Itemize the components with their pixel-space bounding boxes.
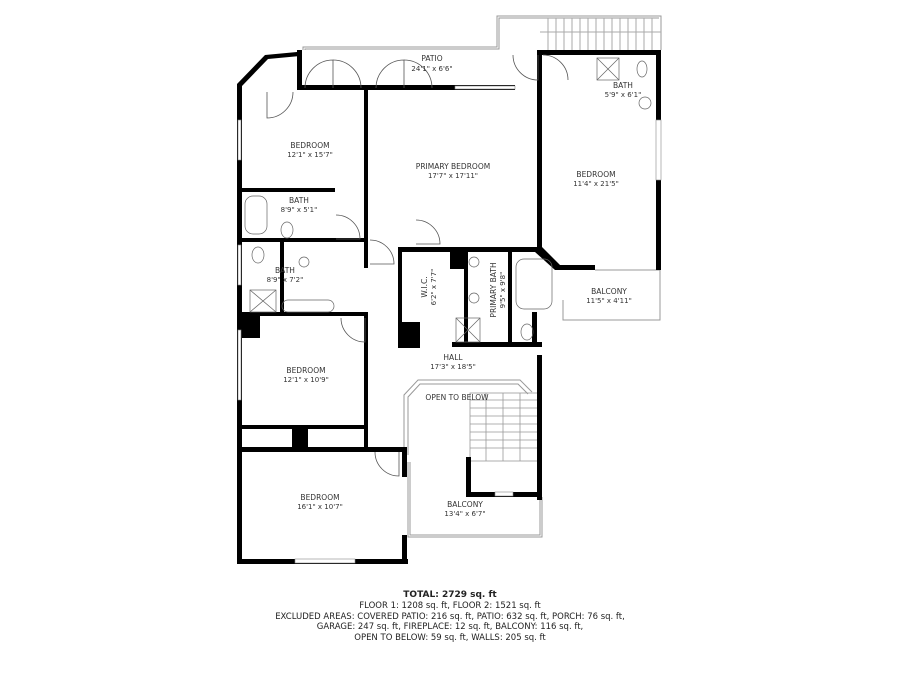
room-labels: PATIO 24'1" x 6'6" BATH 5'9" x 6'1" BEDR… [267, 54, 642, 518]
room-name-balcony-right: BALCONY [591, 287, 627, 296]
windows [237, 85, 662, 564]
area-summary: TOTAL: 2729 sq. ft FLOOR 1: 1208 sq. ft,… [0, 590, 900, 643]
room-name-bedroom-bottom-left: BEDROOM [300, 493, 339, 502]
room-dims-patio: 24'1" x 6'6" [411, 65, 452, 73]
room-name-primary-bath: PRIMARY BATH [489, 262, 498, 317]
room-dims-bath-left-2: 8'9" x 7'2" [267, 276, 304, 284]
floor-plan: PATIO 24'1" x 6'6" BATH 5'9" x 6'1" BEDR… [237, 15, 662, 564]
room-dims-hall: 17'3" x 18'5" [430, 363, 476, 371]
room-name-bath-left-1: BATH [289, 196, 309, 205]
fixtures [244, 57, 652, 343]
room-name-bath-left-2: BATH [275, 266, 295, 275]
room-dims-bedroom-bottom-left: 16'1" x 10'7" [297, 503, 343, 511]
room-name-bedroom-mid-left: BEDROOM [286, 366, 325, 375]
doors [266, 54, 569, 477]
room-name-bedroom-top-left: BEDROOM [290, 141, 329, 150]
room-dims-balcony-bottom: 13'4" x 6'7" [444, 510, 485, 518]
room-dims-bedroom-top-left: 12'1" x 15'7" [287, 151, 333, 159]
room-dims-primary-bedroom: 17'7" x 17'11" [428, 172, 478, 180]
room-name-patio: PATIO [421, 54, 442, 63]
room-dims-bedroom-mid-left: 12'1" x 10'9" [283, 376, 329, 384]
room-dims-bath-top-right: 5'9" x 6'1" [605, 91, 642, 99]
room-name-wic: W.I.C. [420, 276, 429, 297]
walls [237, 50, 661, 564]
summary-excluded-1: EXCLUDED AREAS: COVERED PATIO: 216 sq. f… [275, 611, 625, 622]
summary-total: TOTAL: 2729 sq. ft [403, 590, 497, 600]
summary-floors: FLOOR 1: 1208 sq. ft, FLOOR 2: 1521 sq. … [359, 601, 541, 611]
room-name-bath-top-right: BATH [613, 81, 633, 90]
room-dims-wic: 6'2" x 7'7" [430, 269, 438, 306]
room-dims-primary-bath: 9'5" x 9'8" [499, 272, 507, 309]
room-name-open-to-below: OPEN TO BELOW [425, 393, 489, 402]
room-dims-bath-left-1: 8'9" x 5'1" [281, 206, 318, 214]
room-name-balcony-bottom: BALCONY [447, 500, 483, 509]
room-name-bedroom-right: BEDROOM [576, 170, 615, 179]
room-name-primary-bedroom: PRIMARY BEDROOM [416, 162, 490, 171]
exterior-stairs-top [540, 18, 661, 50]
summary-excluded-3: OPEN TO BELOW: 59 sq. ft, WALLS: 205 sq.… [354, 632, 546, 643]
room-dims-bedroom-right: 11'4" x 21'5" [573, 180, 619, 188]
summary-excluded-2: GARAGE: 247 sq. ft, FIREPLACE: 12 sq. ft… [316, 622, 584, 632]
room-name-hall: HALL [443, 353, 463, 362]
exterior-thin-outlines [302, 15, 662, 538]
room-dims-balcony-right: 11'5" x 4'11" [586, 297, 632, 305]
interior-stairs [469, 392, 539, 462]
